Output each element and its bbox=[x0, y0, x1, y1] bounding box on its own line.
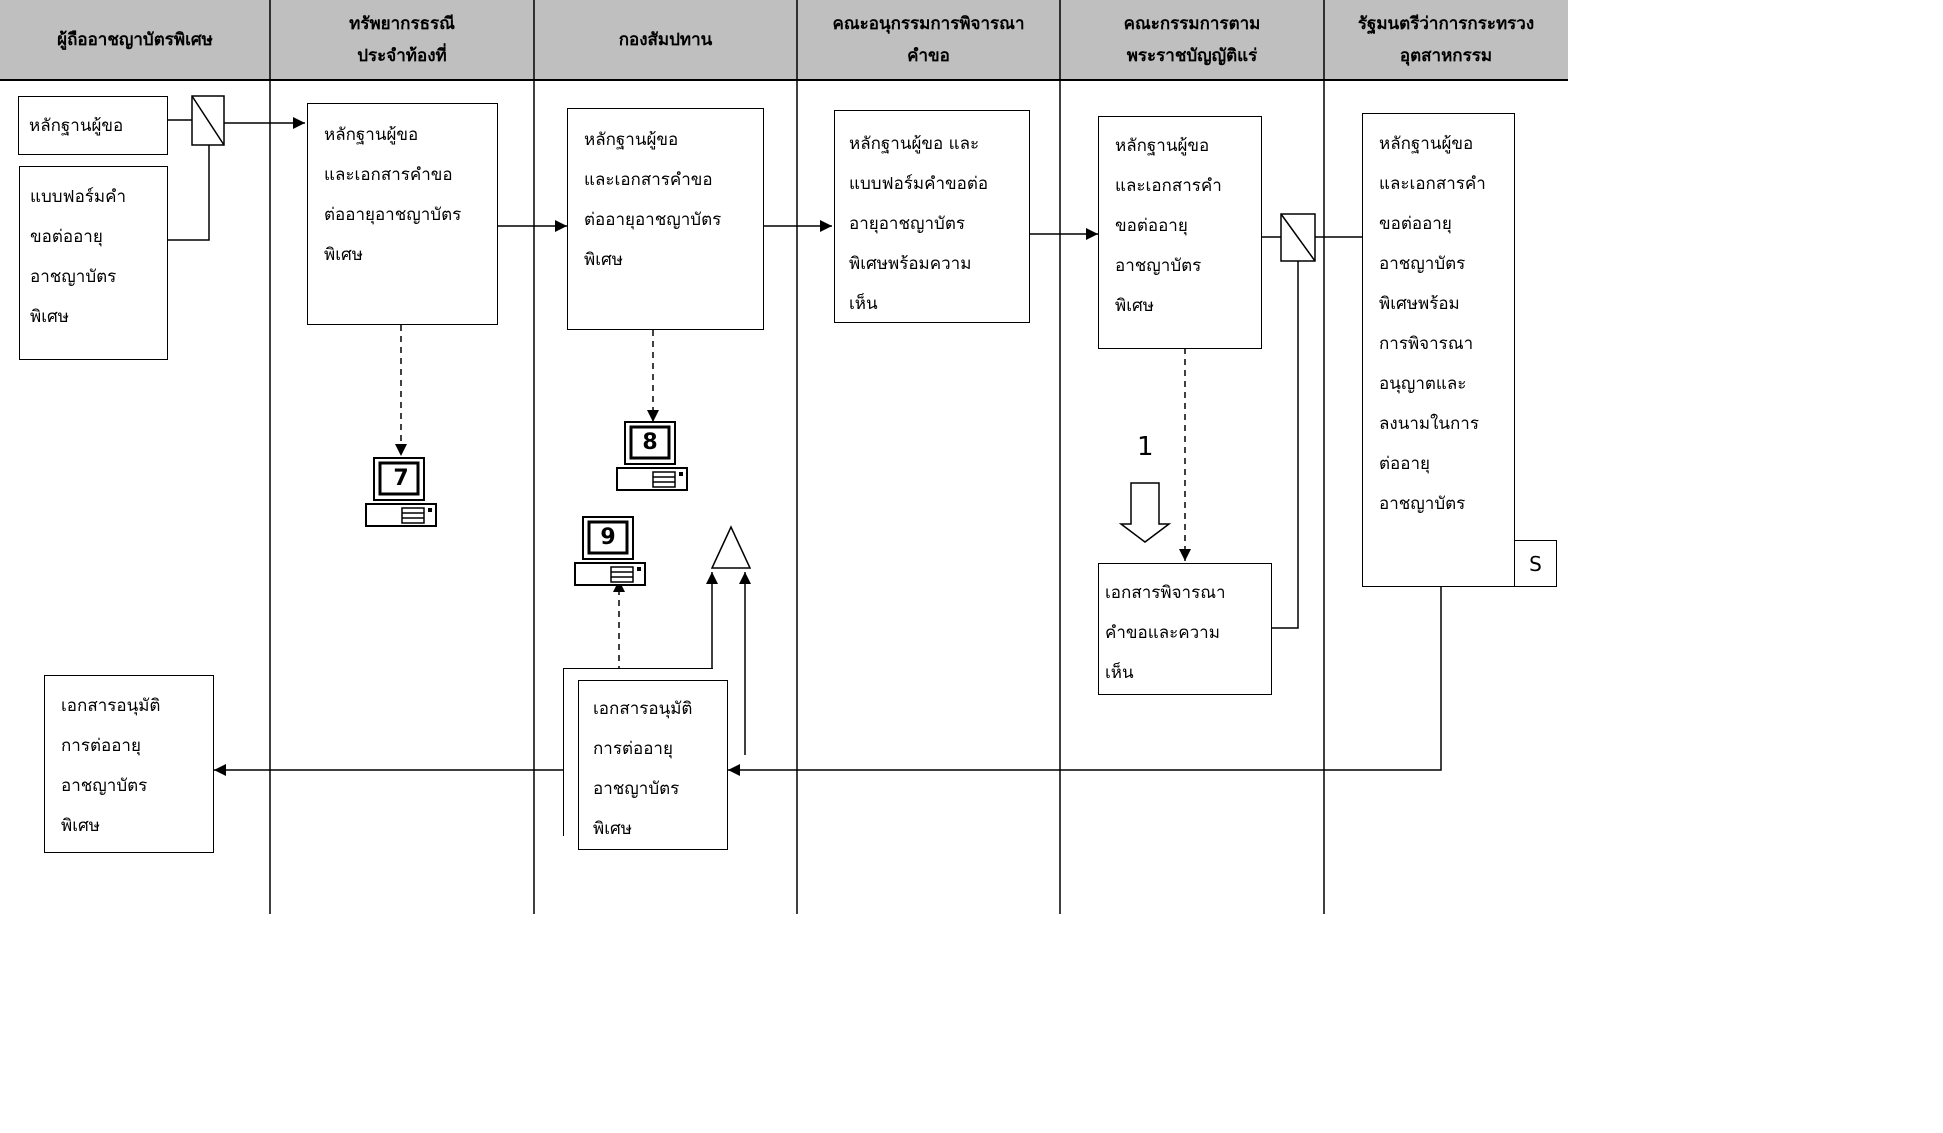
approval-concession-box: เอกสารอนุมัติ การต่ออายุ อาชญาบัตร พิเศษ bbox=[578, 680, 728, 850]
lane-header-committee: คณะกรรมการตาม พระราชบัญญัติแร่ bbox=[1123, 14, 1261, 66]
flowchart: ผู้ถืออาชญาบัตรพิเศษ ทรัพยากรธรณี ประจำท… bbox=[0, 0, 1568, 914]
computer-number-7: 7 bbox=[393, 466, 409, 491]
subcommittee-docs-box: หลักฐานผู้ขอ และ แบบฟอร์มคำขอต่อ อายุอาช… bbox=[834, 110, 1030, 323]
file-triangle-icon bbox=[710, 525, 752, 569]
committee-opinion-box: เอกสารพิจารณา คำขอและความ เห็น bbox=[1098, 563, 1272, 695]
minister-docs-box: หลักฐานผู้ขอ และเอกสารคำ ขอต่ออายุ อาชญา… bbox=[1362, 113, 1515, 587]
lane-dividers bbox=[269, 0, 1325, 914]
header-band bbox=[0, 0, 1568, 80]
approval-applicant-box: เอกสารอนุมัติ การต่ออายุ อาชญาบัตร พิเศษ bbox=[44, 675, 214, 853]
computer-number-8: 8 bbox=[642, 430, 658, 455]
lane-header-applicant: ผู้ถืออาชญาบัตรพิเศษ bbox=[57, 30, 213, 50]
local-docs-box: หลักฐานผู้ขอ และเอกสารคำขอ ต่ออายุอาชญาบ… bbox=[307, 103, 498, 325]
flowchart-lines bbox=[0, 0, 1568, 914]
lane-header-minister: รัฐมนตรีว่าการกระทรวง อุตสาหกรรม bbox=[1357, 14, 1535, 66]
lane-header-concession: กองสัมปทาน bbox=[618, 30, 713, 50]
signature-mark: S bbox=[1514, 540, 1557, 587]
application-form-box: แบบฟอร์มคำ ขอต่ออายุ อาชญาบัตร พิเศษ bbox=[19, 166, 168, 360]
computer-number-9: 9 bbox=[600, 525, 616, 550]
concession-docs-box: หลักฐานผู้ขอ และเอกสารคำขอ ต่ออายุอาชญาบ… bbox=[567, 108, 764, 330]
delay-number: 1 bbox=[1137, 432, 1154, 462]
applicant-evidence-box: หลักฐานผู้ขอ bbox=[18, 96, 168, 155]
committee-docs-box: หลักฐานผู้ขอ และเอกสารคำ ขอต่ออายุ อาชญา… bbox=[1098, 116, 1262, 349]
lane-header-subcommittee: คณะอนุกรรมการพิจารณา คำขอ bbox=[832, 14, 1025, 66]
lane-header-local-resources: ทรัพยากรธรณี ประจำท้องที่ bbox=[349, 14, 455, 66]
delay-arrow-icon bbox=[1118, 482, 1172, 543]
